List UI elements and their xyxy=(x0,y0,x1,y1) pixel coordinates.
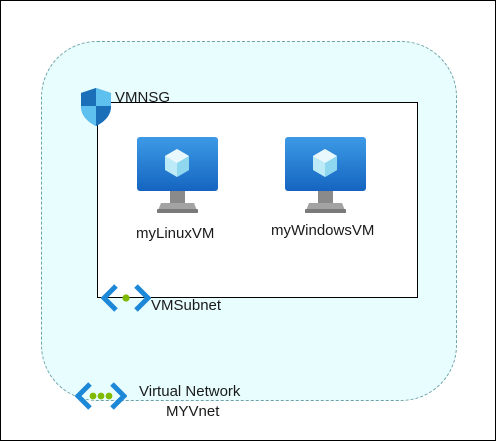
nsg-label: VMNSG xyxy=(115,89,171,106)
virtual-machine-icon[interactable] xyxy=(137,137,218,213)
vnet-name-label: MYVnet xyxy=(166,403,220,420)
virtual-machine-icon[interactable] xyxy=(285,137,366,213)
network-security-group-icon[interactable] xyxy=(79,87,113,127)
vnet-title-label: Virtual Network xyxy=(139,383,241,400)
vm-label-windows: myWindowsVM xyxy=(271,222,375,239)
subnet-container[interactable] xyxy=(97,102,418,298)
vm-label-linux: myLinuxVM xyxy=(136,225,215,242)
subnet-label: VMSubnet xyxy=(151,297,222,314)
virtual-network-icon[interactable] xyxy=(75,381,127,411)
subnet-icon[interactable] xyxy=(101,283,151,313)
